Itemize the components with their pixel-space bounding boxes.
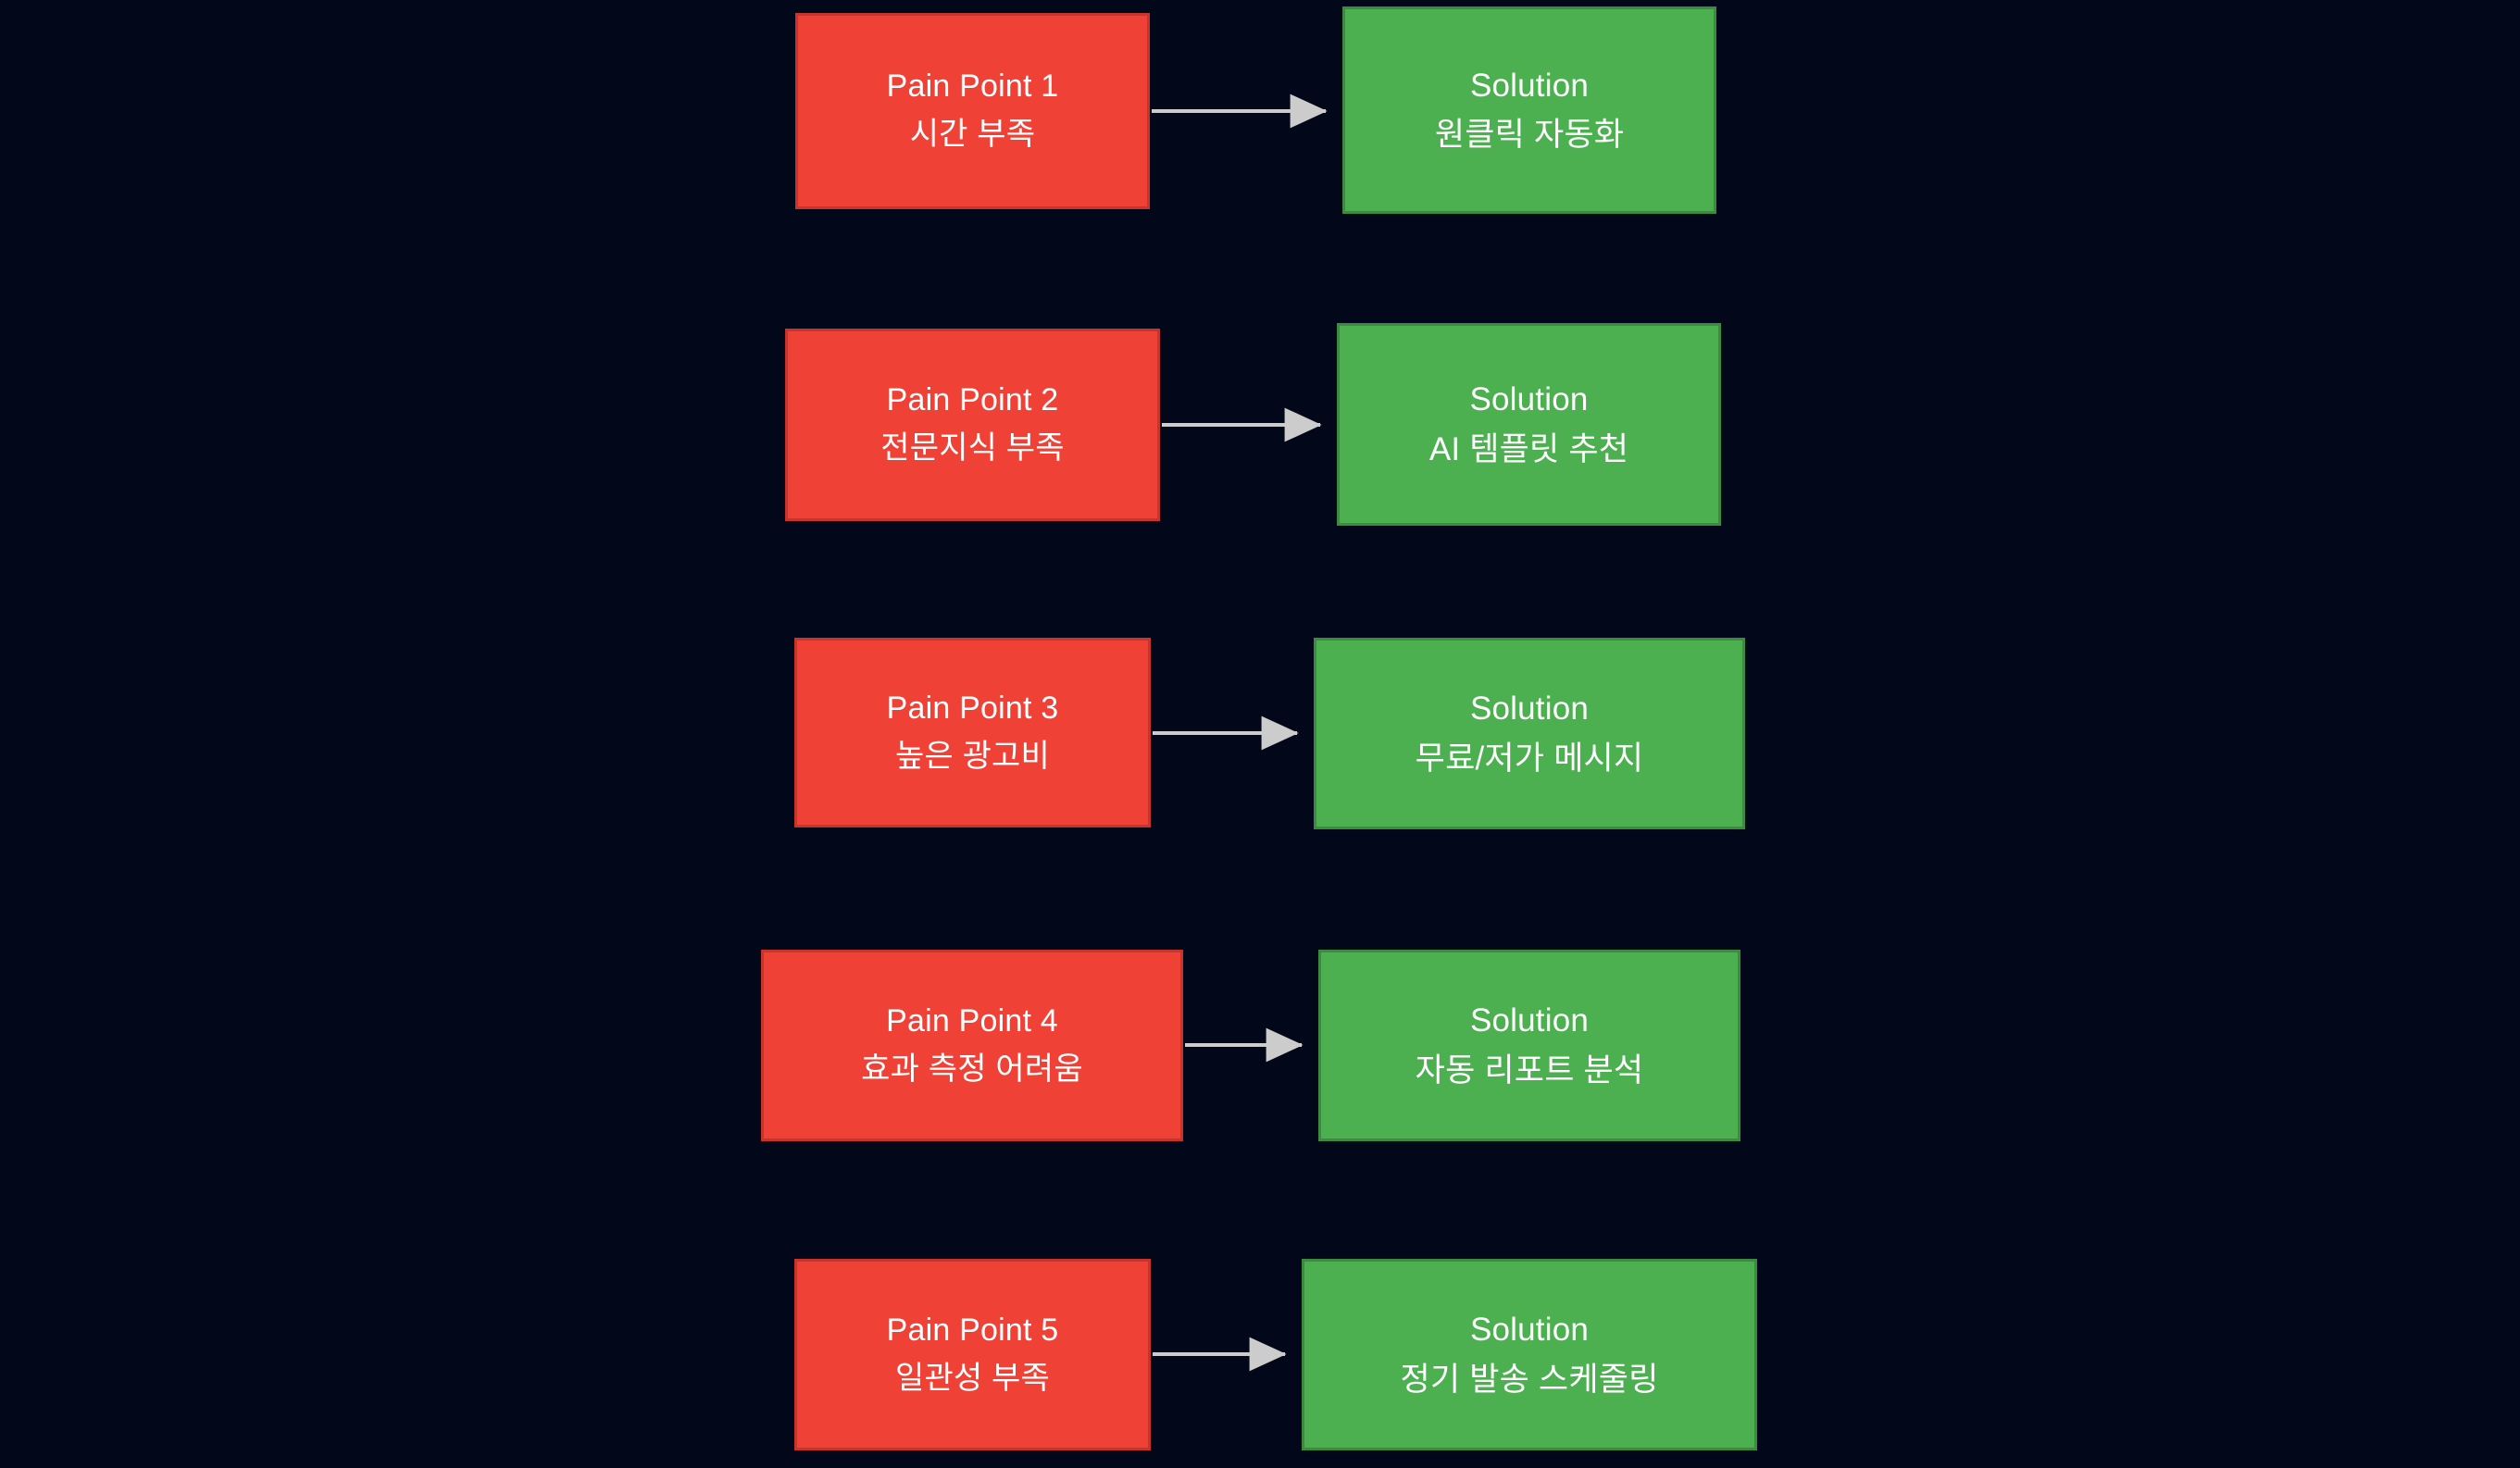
solution-detail-4: 자동 리포트 분석 bbox=[1415, 1051, 1644, 1089]
pain-point-title-4: Pain Point 4 bbox=[886, 1002, 1058, 1039]
pain-point-title-5: Pain Point 5 bbox=[886, 1312, 1059, 1348]
solution-title-3: Solution bbox=[1469, 690, 1590, 728]
solution-node-4[interactable]: Solution 자동 리포트 분석 bbox=[1318, 950, 1740, 1141]
solution-title-2: Solution bbox=[1469, 381, 1589, 418]
pain-point-node-4[interactable]: Pain Point 4 효과 측정 어려움 bbox=[761, 950, 1183, 1141]
pain-point-title-2: Pain Point 2 bbox=[886, 382, 1059, 418]
pain-point-detail-2: 전문지식 부족 bbox=[880, 430, 1065, 466]
pain-point-node-1[interactable]: Pain Point 1 시간 부족 bbox=[795, 13, 1150, 209]
solution-title-4: Solution bbox=[1469, 1002, 1590, 1039]
solution-detail-2: AI 템플릿 추천 bbox=[1428, 430, 1629, 467]
solution-title-5: Solution bbox=[1469, 1312, 1590, 1349]
pain-point-node-3[interactable]: Pain Point 3 높은 광고비 bbox=[794, 638, 1151, 827]
solution-node-3[interactable]: Solution 무료/저가 메시지 bbox=[1314, 638, 1745, 829]
pain-point-detail-3: 높은 광고비 bbox=[894, 738, 1051, 774]
solution-title-1: Solution bbox=[1469, 67, 1590, 104]
pain-point-detail-5: 일관성 부족 bbox=[894, 1360, 1051, 1396]
solution-detail-3: 무료/저가 메시지 bbox=[1415, 740, 1644, 777]
solution-node-5[interactable]: Solution 정기 발송 스케줄링 bbox=[1302, 1259, 1757, 1450]
pain-point-title-3: Pain Point 3 bbox=[886, 690, 1059, 726]
solution-detail-1: 원클릭 자동화 bbox=[1434, 117, 1625, 153]
pain-point-node-5[interactable]: Pain Point 5 일관성 부족 bbox=[794, 1259, 1151, 1450]
solution-node-1[interactable]: Solution 원클릭 자동화 bbox=[1342, 6, 1716, 214]
solution-detail-5: 정기 발송 스케줄링 bbox=[1400, 1361, 1659, 1398]
solution-node-2[interactable]: Solution AI 템플릿 추천 bbox=[1337, 323, 1721, 526]
pain-point-node-2[interactable]: Pain Point 2 전문지식 부족 bbox=[785, 329, 1160, 521]
pain-point-title-1: Pain Point 1 bbox=[886, 68, 1059, 105]
pain-point-detail-4: 효과 측정 어려움 bbox=[861, 1051, 1083, 1087]
pain-point-detail-1: 시간 부족 bbox=[909, 117, 1036, 152]
